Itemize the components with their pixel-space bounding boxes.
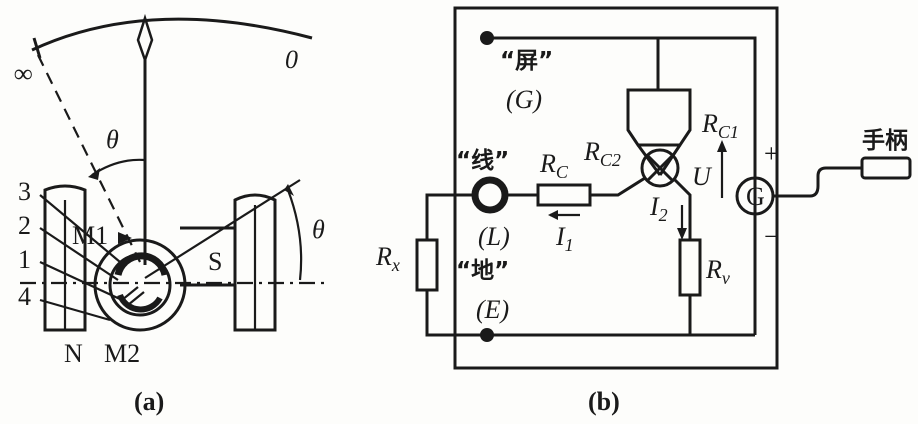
label-screen-g: (G) <box>506 85 542 114</box>
i1-arrow-head <box>548 210 558 220</box>
label-zero: 0 <box>285 45 298 74</box>
label-i2: I2 <box>649 192 668 225</box>
label-line-l: (L) <box>478 222 510 251</box>
label-handle: 手柄 <box>862 128 908 154</box>
leader-4 <box>39 298 111 322</box>
label-i1: I1 <box>555 222 574 255</box>
resistor-rc <box>536 183 592 207</box>
caption-a: (a) <box>134 387 164 416</box>
label-plus: + <box>764 139 779 168</box>
line-terminal <box>471 176 509 214</box>
pointer-tip <box>136 13 154 64</box>
coil-hatch2 <box>127 291 145 306</box>
angle-line-right <box>144 179 301 279</box>
label-minus: − <box>764 222 779 251</box>
theta-arrow-left <box>88 168 100 180</box>
theta-arrow-right <box>284 184 294 196</box>
label-m1: M1 <box>72 221 108 250</box>
theta-arc-right <box>286 189 303 281</box>
label-screen: “屏” <box>500 48 553 74</box>
leader-3 <box>39 194 121 263</box>
label-3: 3 <box>18 177 31 206</box>
label-rc: RC <box>539 149 569 182</box>
label-1: 1 <box>18 245 31 274</box>
resistor-rx <box>415 238 439 292</box>
scale-arc <box>31 17 313 52</box>
coil-hatch <box>121 286 139 301</box>
label-ground-e: (E) <box>476 295 509 324</box>
pole-shoe-s <box>180 226 237 287</box>
u-arrow-head <box>717 140 727 152</box>
outer-frame <box>453 6 779 370</box>
panel-b-circuit: “屏” (G) “线” (L) “地” (E) RC RC2 RC1 U I1 … <box>375 6 912 416</box>
label-line: “线” <box>456 147 509 174</box>
handle <box>860 156 912 180</box>
label-ground: “地” <box>456 258 509 284</box>
label-rc2: RC2 <box>583 137 621 170</box>
magnet-s-pole <box>233 193 277 332</box>
caption-b: (b) <box>588 387 620 416</box>
wire-coil-to-rv <box>673 178 692 240</box>
ratiometer-x2 <box>646 154 674 182</box>
screen-wire <box>487 36 757 335</box>
wire-rc-to-coil <box>590 176 646 197</box>
handle-shaft <box>773 166 862 198</box>
label-n: N <box>64 339 83 368</box>
label-s: S <box>208 247 222 276</box>
leader-1 <box>39 261 123 301</box>
label-m2: M2 <box>104 339 140 368</box>
label-rv: Rv <box>705 255 730 288</box>
leader-2 <box>39 227 119 281</box>
resistor-rv <box>678 238 702 297</box>
label-infinity: ∞ <box>14 59 33 88</box>
label-rx: Rx <box>375 242 400 275</box>
i2-arrow-head <box>677 228 687 240</box>
label-2: 2 <box>18 211 31 240</box>
m1-arrow <box>118 232 132 244</box>
label-theta-left: θ <box>106 125 119 154</box>
label-4: 4 <box>18 282 31 311</box>
moving-coil <box>114 252 169 276</box>
ratiometer-coil <box>640 148 680 188</box>
wire-rx-top <box>425 193 475 240</box>
wire-rx-bottom <box>425 290 487 337</box>
outer-ring <box>93 238 187 332</box>
theta-arc-left <box>91 158 146 176</box>
label-u: U <box>692 162 713 191</box>
label-theta-right: θ <box>312 215 325 244</box>
label-rc1: RC1 <box>701 109 739 142</box>
magnet-n-pole <box>43 184 87 332</box>
ratiometer-body <box>626 88 692 147</box>
panel-a-meter-mechanism: ∞ 0 θ θ 3 2 1 4 M1 S N M2 (a) <box>14 13 330 416</box>
label-gen: G <box>746 182 765 211</box>
